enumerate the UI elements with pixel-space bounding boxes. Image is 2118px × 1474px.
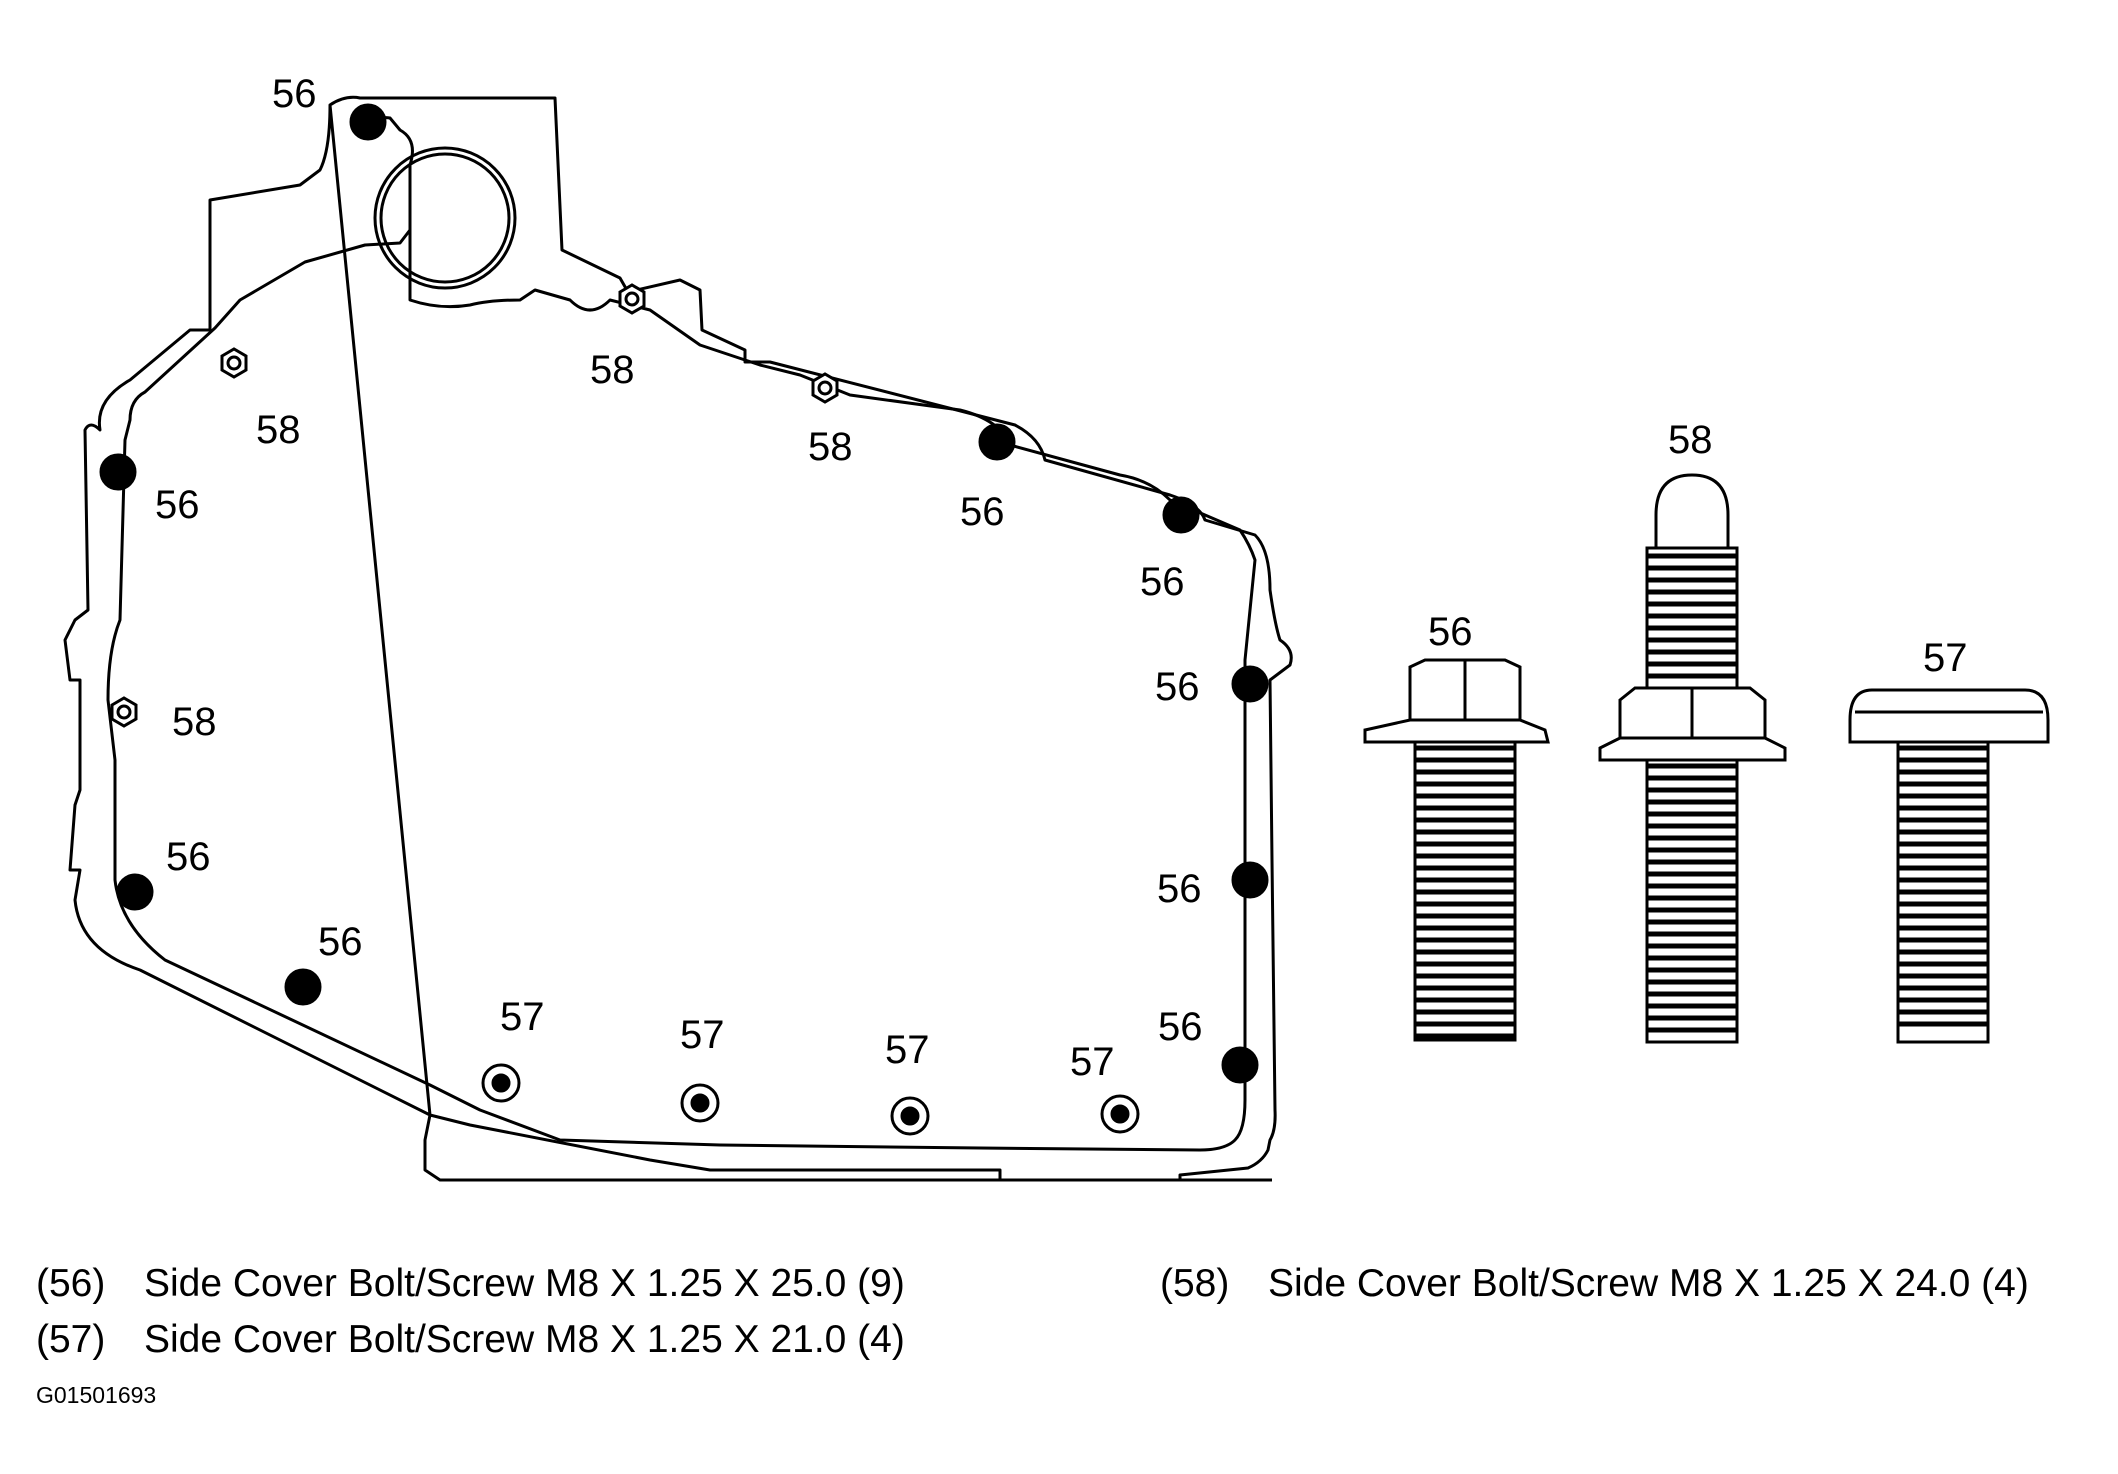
bolt-58-marker (220, 347, 248, 379)
bolt-57-label: 57 (1923, 636, 1968, 680)
bolt-56-marker (1162, 496, 1200, 534)
callout-label: 56 (272, 72, 317, 116)
callout-label: 56 (1158, 1005, 1203, 1049)
callout-label: 56 (1140, 560, 1185, 604)
figure-id: G01501693 (36, 1382, 157, 1408)
legend-text: Side Cover Bolt/Screw M8 X 1.25 X 21.0 (… (144, 1318, 905, 1361)
callout-label: 58 (256, 408, 301, 452)
bolt-58-label: 58 (1668, 418, 1713, 462)
bolt-57-marker (890, 1096, 930, 1136)
callout-label: 58 (172, 700, 217, 744)
bolt-56-marker (116, 873, 154, 911)
bolt-56-marker (99, 453, 137, 491)
legend-number: (57) (36, 1318, 106, 1361)
bolt-56-marker (1221, 1046, 1259, 1084)
callout-label: 57 (1070, 1040, 1115, 1084)
bolt-56-marker (1231, 861, 1269, 899)
callout-label: 56 (1157, 867, 1202, 911)
bolt-56-label: 56 (1428, 610, 1473, 654)
bolt-58-marker (618, 283, 646, 315)
legend-number: (56) (36, 1262, 106, 1305)
legend-item-56: (56) Side Cover Bolt/Screw M8 X 1.25 X 25… (36, 1262, 905, 1306)
legend-item-58: (58) Side Cover Bolt/Screw M8 X 1.25 X 24… (1160, 1262, 2029, 1306)
bolt-56-marker (284, 968, 322, 1006)
bolt-57-marker (680, 1083, 720, 1123)
callout-label: 58 (808, 425, 853, 469)
legend-number: (58) (1160, 1262, 1230, 1305)
callout-label: 56 (155, 483, 200, 527)
bolt-58-marker (811, 372, 839, 404)
bolt-56-marker (349, 103, 387, 141)
bolt-57-marker (481, 1063, 521, 1103)
callout-label: 57 (680, 1013, 725, 1057)
cover-bolt-markers (99, 103, 1269, 1136)
bolt-57-illustration: 57 (1848, 636, 2050, 1044)
bolt-57-marker (1100, 1094, 1140, 1134)
cover-callouts: 56 56 58 58 58 56 56 56 56 58 56 56 56 5… (155, 72, 1203, 1084)
callout-label: 56 (166, 835, 211, 879)
side-cover-outline (63, 95, 1293, 1182)
callout-label: 56 (960, 490, 1005, 534)
legend-text: Side Cover Bolt/Screw M8 X 1.25 X 25.0 (… (144, 1262, 905, 1305)
bolt-58-marker (110, 696, 138, 728)
legend-text: Side Cover Bolt/Screw M8 X 1.25 X 24.0 (… (1268, 1262, 2029, 1305)
bolt-58-illustration: 58 (1598, 418, 1787, 1044)
bolt-56-illustration: 56 (1363, 610, 1550, 1042)
callout-label: 56 (1155, 665, 1200, 709)
callout-label: 57 (885, 1028, 930, 1072)
bolt-56-marker (978, 423, 1016, 461)
callout-label: 58 (590, 348, 635, 392)
callout-label: 56 (318, 920, 363, 964)
callout-label: 57 (500, 995, 545, 1039)
legend-item-57: (57) Side Cover Bolt/Screw M8 X 1.25 X 21… (36, 1318, 905, 1362)
bolt-56-marker (1231, 665, 1269, 703)
